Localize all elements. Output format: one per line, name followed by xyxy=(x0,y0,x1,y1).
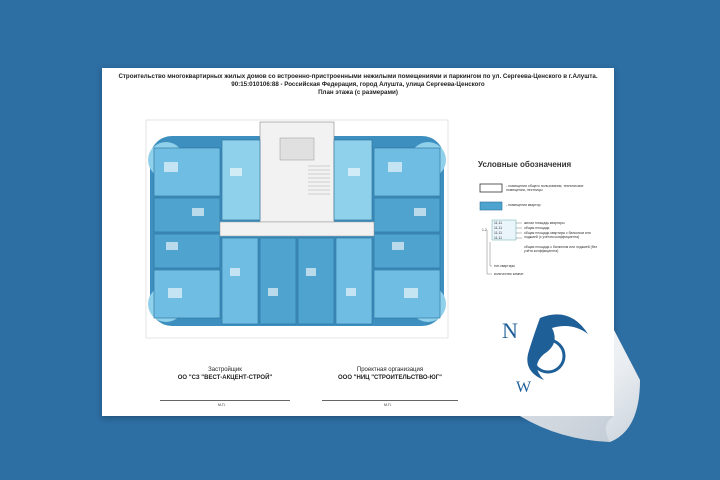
apartment-left-4 xyxy=(153,269,221,319)
apartment-left-3 xyxy=(153,233,221,269)
apartment-bottom-3 xyxy=(297,237,335,325)
apartment-right-1 xyxy=(373,147,441,197)
legend-sample-box xyxy=(491,219,517,241)
apartment-bottom-1 xyxy=(221,237,259,325)
stamp-label-right: М.П. xyxy=(384,403,392,407)
legend-swatch-apartment xyxy=(479,201,503,211)
legend-sample-value-4: 11,11 xyxy=(494,235,502,240)
designer-name: ООО "НИЦ "СТРОИТЕЛЬСТВО-ЮГ" xyxy=(338,375,442,381)
apartment-bottom-4 xyxy=(335,237,373,325)
legend-label-rooms: количество комнат xyxy=(494,272,524,276)
stamp-label-left: М.П. xyxy=(218,403,226,407)
floor-plan xyxy=(145,119,449,339)
apartment-left-2 xyxy=(153,197,221,233)
legend-label-type: тип квартиры xyxy=(494,264,515,268)
developer-block: Застройщик ОО "СЗ "ВЕСТ-АКЦЕНТ-СТРОЙ" xyxy=(150,366,300,382)
apartment-right-3 xyxy=(373,233,441,269)
apartment-bottom-2 xyxy=(259,237,297,325)
legend-label-total: общая площадь xyxy=(524,225,550,230)
svg-text:W: W xyxy=(516,379,532,396)
apartment-top-right xyxy=(333,139,373,221)
dimension-frame xyxy=(145,119,449,339)
developer-name: ОО "СЗ "ВЕСТ-АКЦЕНТ-СТРОЙ" xyxy=(177,375,273,381)
watermark-logo-icon: N W xyxy=(502,314,588,396)
corridor xyxy=(219,221,375,237)
legend-sample-code: 1.2 xyxy=(482,228,487,232)
elevator-shaft xyxy=(279,137,315,161)
title-line-3: План этажа (с размерами) xyxy=(318,89,398,96)
legend: Условные обозначения xyxy=(478,160,602,173)
legend-label-apartment: - помещения квартир xyxy=(506,203,541,207)
designer-block: Проектная организация ООО "НИЦ "СТРОИТЕЛ… xyxy=(310,366,470,382)
developer-label: Застройщик xyxy=(208,367,242,373)
legend-label-common: - помещения общего пользования, техничес… xyxy=(506,184,584,193)
title-line-1: Строительство многоквартирных жилых домо… xyxy=(118,73,598,80)
legend-sample-value-3: 11,11 xyxy=(494,230,502,235)
legend-title: Условные обозначения xyxy=(478,160,572,169)
title-line-2: 90:15:010106:88 - Российская Федерация, … xyxy=(231,81,485,88)
legend-graphics xyxy=(479,183,522,275)
apartment-left-1 xyxy=(153,147,221,197)
legend-label-total-balcony: общая площадь квартиры с балконом или ло… xyxy=(524,230,591,239)
apartment-right-2 xyxy=(373,197,441,233)
central-core xyxy=(259,121,335,223)
developer-signature-line xyxy=(160,400,290,401)
legend-sample-value-2: 11,11 xyxy=(494,225,502,230)
svg-text:N: N xyxy=(502,318,518,343)
apartment-top-left xyxy=(221,139,261,221)
legend-swatch-common xyxy=(479,183,503,193)
designer-label: Проектная организация xyxy=(356,367,424,373)
legend-label-total-no-coef: общая площадь с балконом или лоджией (бе… xyxy=(524,245,597,253)
designer-signature-line xyxy=(322,400,458,401)
legend-sample-value-1: 11,11 xyxy=(494,220,502,225)
document-header: Строительство многоквартирных жилых домо… xyxy=(108,73,608,97)
legend-label-living: жилая площадь квартиры xyxy=(524,220,565,225)
